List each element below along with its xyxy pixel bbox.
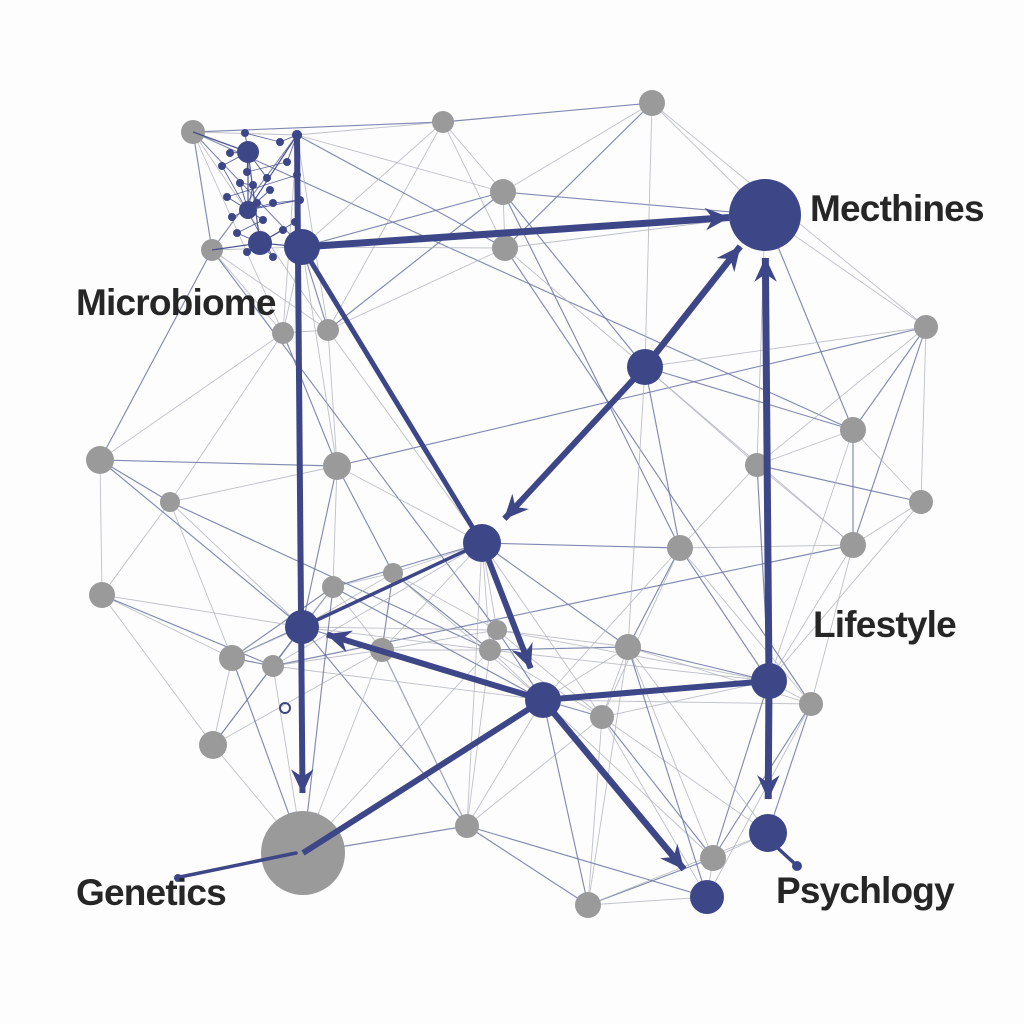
node-f: [525, 682, 561, 718]
edge-A-B: [308, 207, 730, 250]
cluster-node: [269, 199, 277, 207]
edge-C-B: [646, 244, 743, 364]
cluster-node: [283, 158, 291, 166]
cluster-node: [279, 226, 287, 234]
cluster-node: [239, 201, 257, 219]
node-g: [751, 663, 787, 699]
cluster-node: [226, 149, 234, 157]
gray-node: [262, 655, 284, 677]
gray-node: [615, 634, 641, 660]
gray-node: [639, 90, 665, 116]
edge-F-GEN: [301, 701, 539, 856]
gray-node: [219, 645, 245, 671]
cluster-node: [243, 168, 251, 176]
edge-C-D: [502, 370, 643, 521]
edge-D-F: [481, 548, 534, 670]
label-lifestyle: Lifestyle: [813, 604, 957, 645]
cluster-node: [223, 193, 231, 201]
gray-node: [455, 814, 479, 838]
gray-node: [492, 235, 518, 261]
edge-G-B: [754, 257, 777, 674]
node-h: [749, 814, 787, 852]
cluster-node: [269, 253, 277, 261]
node-d: [463, 524, 501, 562]
gray-node: [914, 315, 938, 339]
gray-node: [590, 705, 614, 729]
gray-node: [86, 446, 114, 474]
label-microbiome: Microbiome: [76, 282, 276, 323]
psychlogy-leader: [768, 839, 796, 865]
cluster-node: [233, 229, 241, 237]
main-edges: [291, 136, 780, 872]
gray-node: [272, 322, 294, 344]
gray-node: [199, 731, 227, 759]
cluster-node: [263, 174, 271, 182]
gray-node: [700, 845, 726, 871]
cluster-node: [266, 186, 274, 194]
gray-node: [840, 417, 866, 443]
cluster-node: [236, 179, 244, 187]
ring-accent: [279, 702, 291, 714]
gray-node: [490, 179, 516, 205]
edge-F-I: [545, 703, 687, 872]
gray-node: [323, 452, 351, 480]
gray-node: [383, 563, 403, 583]
leader-lines: [174, 702, 802, 882]
main-nodes: [284, 130, 801, 914]
cluster-node: [241, 129, 249, 137]
gray-node: [745, 453, 769, 477]
gray-node: [479, 639, 501, 661]
gray-nodes: [86, 90, 938, 918]
gray-node: [799, 692, 823, 716]
cluster-node: [276, 138, 284, 146]
cluster-node: [259, 216, 267, 224]
gray-node: [575, 892, 601, 918]
gray-node: [840, 532, 866, 558]
edge-A-D: [303, 251, 485, 545]
cluster-node: [249, 181, 257, 189]
cluster-node: [243, 248, 251, 256]
node-a: [284, 229, 320, 265]
background-web: [99, 102, 927, 906]
edge-F-G: [549, 678, 770, 703]
edge-F-E: [326, 630, 537, 701]
cluster-node: [237, 141, 259, 163]
gray-node: [160, 492, 180, 512]
gray-node: [909, 490, 933, 514]
gray-node: [89, 582, 115, 608]
edge-G-H: [757, 688, 780, 800]
cluster-node: [228, 213, 236, 221]
node-c: [627, 349, 663, 385]
gray-node: [432, 111, 454, 133]
cluster-node: [248, 231, 272, 255]
node-top: [292, 130, 302, 140]
cluster-node: [253, 199, 261, 207]
node-i: [690, 880, 724, 914]
label-psychlogy: Psychlogy: [776, 870, 955, 911]
genetics-leader: [178, 851, 298, 879]
gray-node: [487, 620, 507, 640]
label-genetics: Genetics: [76, 872, 227, 913]
edge-D-E: [301, 544, 476, 629]
node-e: [285, 610, 319, 644]
label-mecthines: Mecthines: [810, 188, 985, 229]
gray-node: [322, 576, 344, 598]
cluster-node: [218, 162, 226, 170]
gray-node: [667, 535, 693, 561]
gray-node: [317, 319, 339, 341]
node-b: [729, 179, 801, 251]
